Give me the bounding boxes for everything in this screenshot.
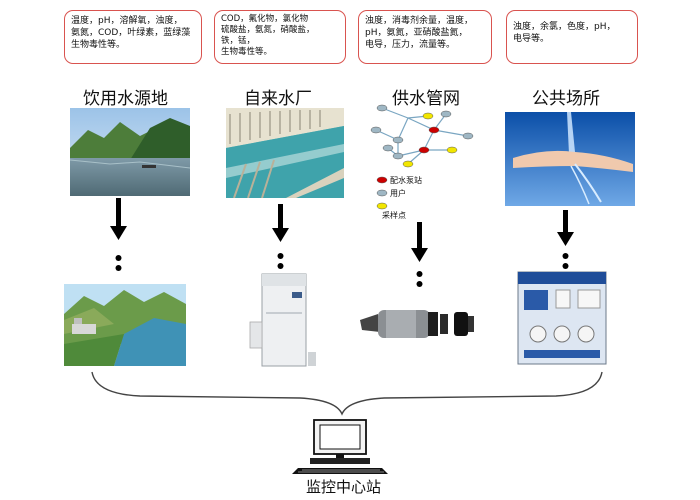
legend-label-user: 用户 [390,188,406,198]
arrow-shaft [563,210,568,234]
callout-plant-params: COD，氟化物，氯化物 硫酸盐，氨氮，硝酸盐， 铁，锰， 生物毒性等。 [214,10,346,64]
supply-network-diagram: 配水泵站 用户 采样点 [370,104,474,220]
param-line: 铁，锰， [221,36,256,46]
title-public-place: 公共场所 [532,89,600,109]
node-sampling-point [422,112,434,120]
param-line: COD，氟化物，氯化物 [221,14,309,24]
legend-label-pump-station: 配水泵站 [390,175,422,185]
ellipsis-dot [277,253,284,259]
node-user [392,136,404,144]
legend-swatch-sampling-point [376,202,388,210]
title-supply-network: 供水管网 [392,89,460,109]
ellipsis-dot [562,253,569,259]
legend-swatch-user [376,189,388,197]
param-line: pH，氨氮，亚硝酸盐氮， [365,28,468,38]
arrow-head [110,226,127,240]
arrow-head [557,232,574,246]
monitoring-center-label: 监控中心站 [306,478,382,496]
node-user [440,110,452,118]
legend-swatch-pump-station [376,176,388,184]
param-line: 硫酸盐，氨氮，硝酸盐， [221,25,315,35]
network-legend: 配水泵站 用户 采样点 [376,175,422,220]
ellipsis-dot [562,263,569,269]
arrow-shaft [278,204,283,230]
node-user [392,152,404,160]
photo-reservoir-lake [70,108,190,196]
param-line: 温度，pH，溶解氧，浊度， [71,16,183,26]
param-line: 生物毒性等。 [71,40,126,50]
photo-pipe-sensor [358,300,478,346]
node-user [382,144,394,152]
ellipsis-dot [115,255,122,261]
photo-water-plant-tanks [226,108,344,198]
ellipsis-dot [115,265,122,271]
ellipsis-dot [416,271,423,277]
computer-workstation-icon [292,419,388,474]
photo-hand-water [505,112,635,206]
title-water-source: 饮用水源地 [83,89,168,109]
title-water-plant: 自来水厂 [244,89,312,109]
node-user [462,132,474,140]
param-line: 浊度，余氯，色度，pH， [513,22,616,32]
param-line: 浊度，消毒剂余量，温度， [365,16,474,26]
photo-control-panel [516,270,608,366]
callout-public-params: 浊度，余氯，色度，pH， 电导等。 [506,10,638,64]
callout-source-params: 温度，pH，溶解氧，浊度， 氨氮，COD，叶绿素，蓝绿藻 生物毒性等。 [64,10,202,64]
node-pump-station [428,126,440,134]
param-line: 生物毒性等。 [221,47,273,57]
ellipsis-dot [277,263,284,269]
photo-analyzer-cabinet [248,272,318,368]
arrow-head [272,228,289,242]
ellipsis-dot [416,281,423,287]
arrow-shaft [116,198,121,228]
node-sampling-point [446,146,458,154]
node-sampling-point [402,160,414,168]
node-pump-station [418,146,430,154]
arrow-shaft [417,222,422,250]
legend-label-sampling-point: 采样点 [382,210,406,220]
arrow-head [411,248,428,262]
photo-dam-reservoir [64,284,186,366]
param-line: 氨氮，COD，叶绿素，蓝绿藻 [71,28,191,38]
param-line: 电导，压力，流量等。 [365,40,456,50]
node-user [376,104,388,112]
callout-network-params: 浊度，消毒剂余量，温度， pH，氨氮，亚硝酸盐氮， 电导，压力，流量等。 [358,10,492,64]
param-line: 电导等。 [513,34,550,44]
node-user [370,126,382,134]
